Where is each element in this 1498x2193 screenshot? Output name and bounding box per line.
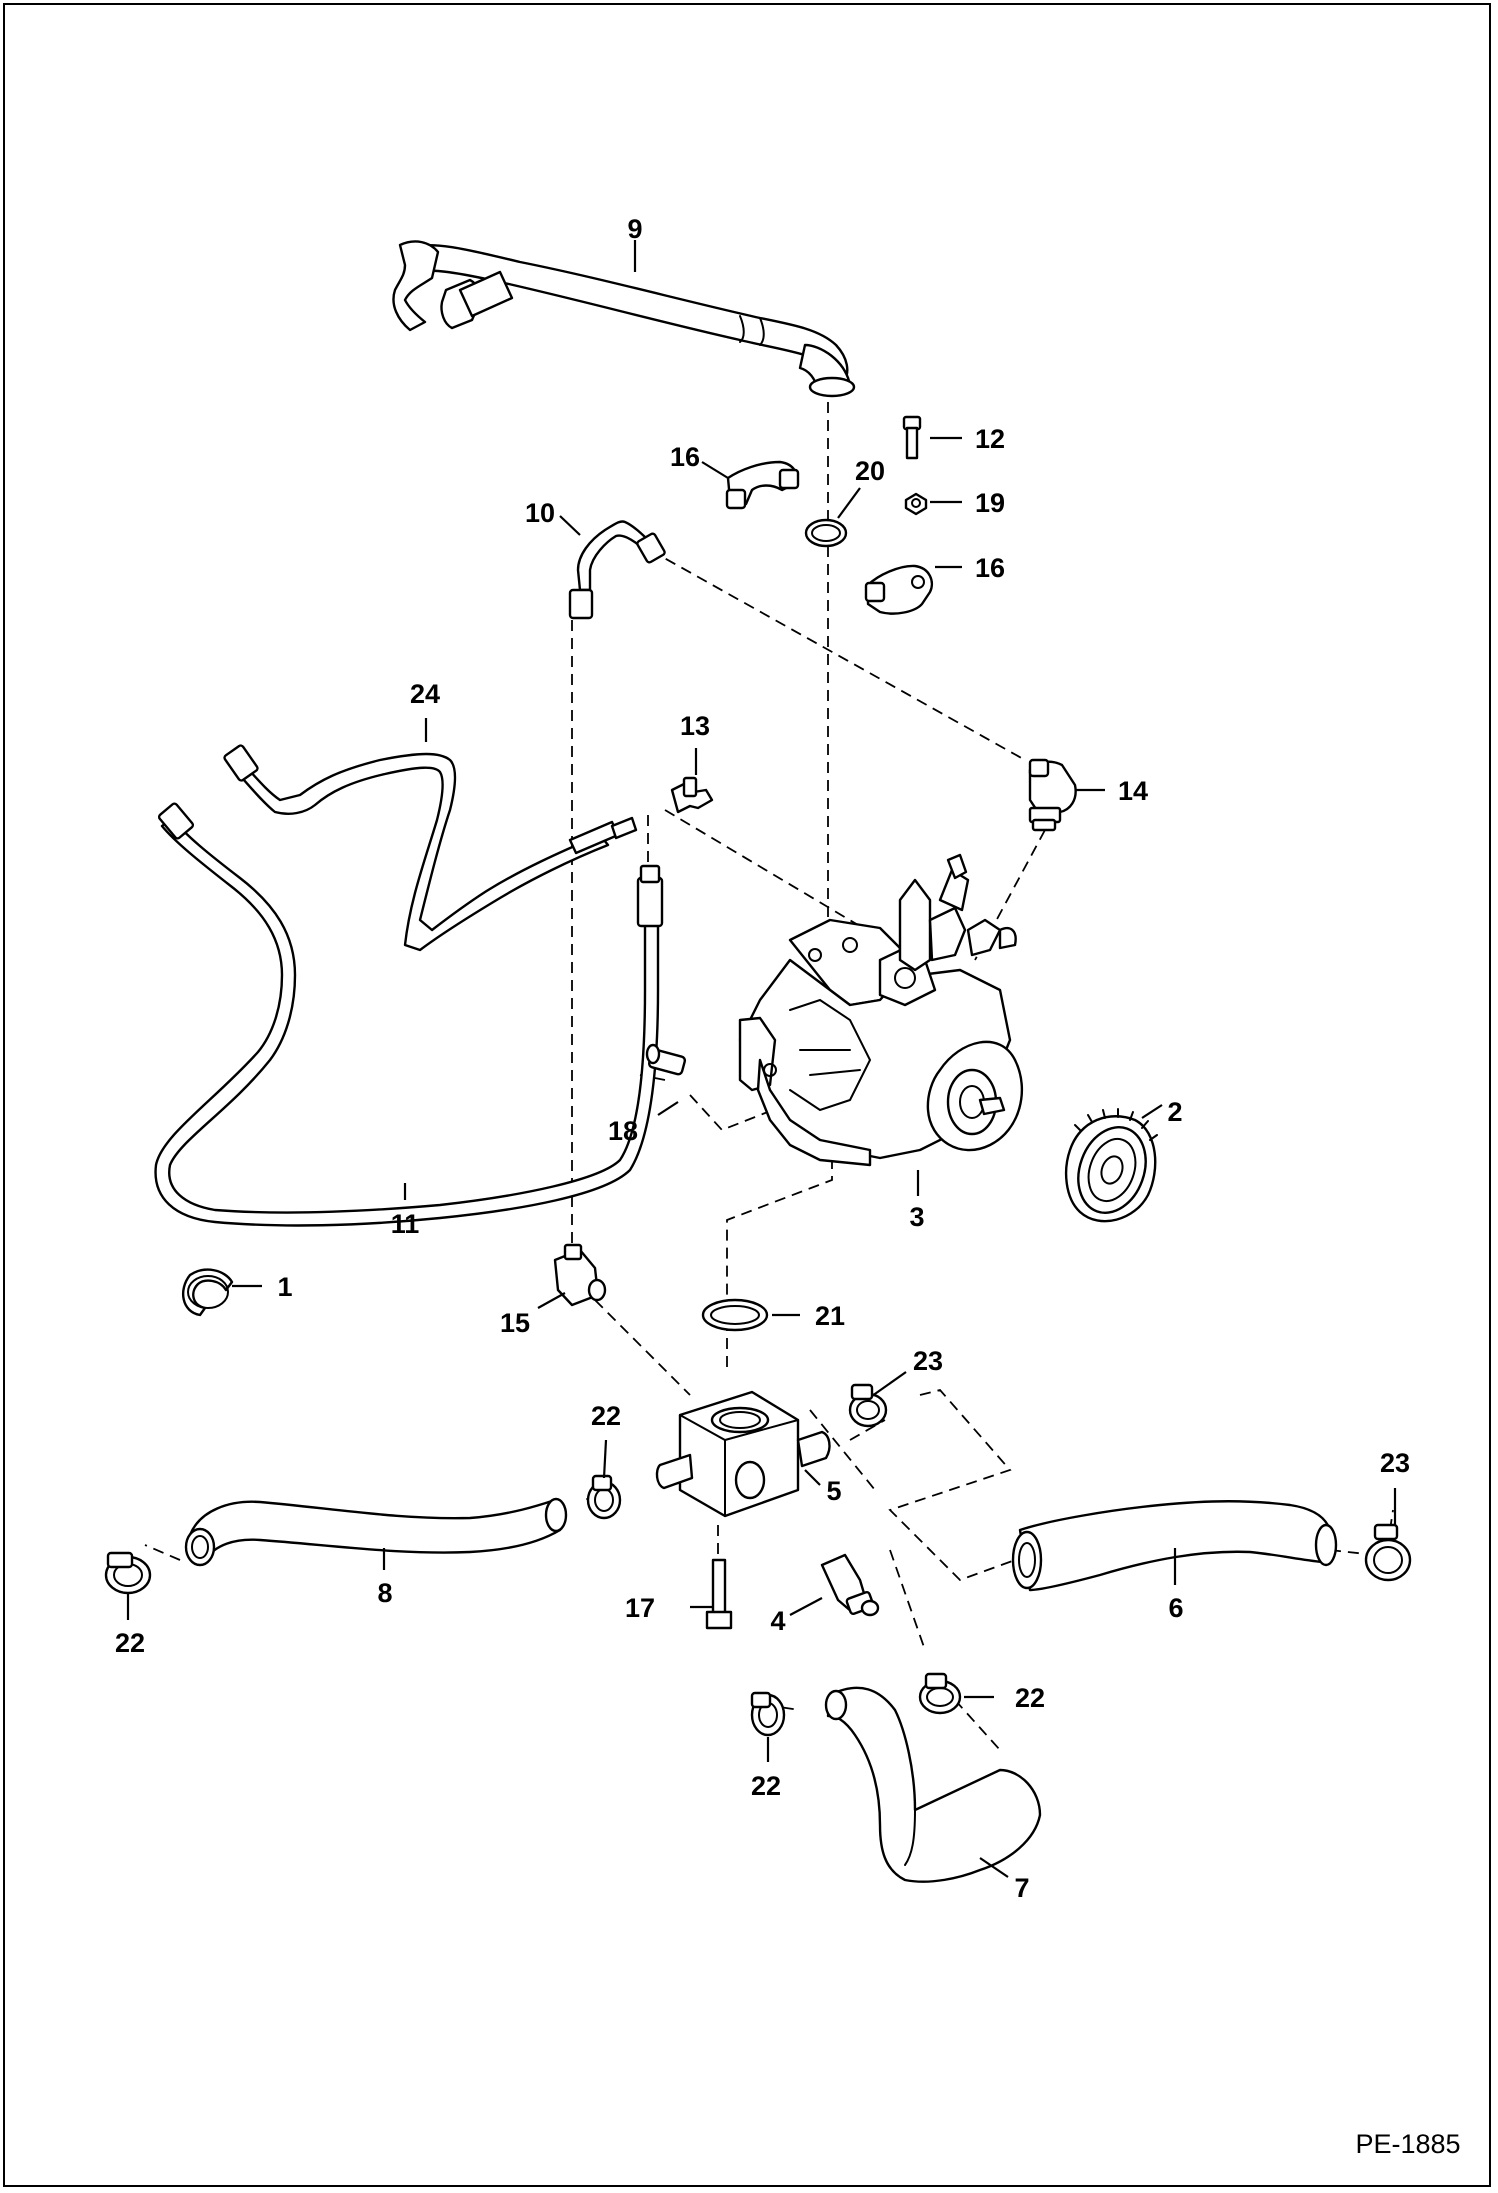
o-ring-21: [701, 1298, 769, 1332]
tube-10: [568, 520, 666, 620]
clamp-22-middle: [918, 1672, 962, 1715]
callout-17: 17: [625, 1593, 655, 1623]
callout-18: 18: [608, 1116, 638, 1146]
bolt-12: [902, 415, 922, 460]
callout-22-upper: 22: [591, 1401, 621, 1431]
leader-lines: [126, 240, 1397, 1878]
callout-19: 19: [975, 488, 1005, 518]
callout-20: 20: [855, 456, 885, 486]
callout-2: 2: [1167, 1097, 1182, 1127]
figure-reference-code: PE-1885: [1355, 2129, 1460, 2159]
callout-8: 8: [377, 1578, 392, 1608]
callout-6: 6: [1168, 1593, 1183, 1623]
clamp-22-upper: [586, 1474, 622, 1520]
hose-8: [184, 1497, 568, 1567]
fitting-15: [553, 1243, 607, 1307]
fitting-13: [670, 776, 714, 814]
callout-14: 14: [1118, 776, 1148, 806]
callout-11: 11: [391, 1209, 420, 1239]
hose-11: [154, 802, 664, 1227]
callout-3: 3: [909, 1202, 924, 1232]
bolt-17: [705, 1558, 733, 1630]
callout-22-lower: 22: [751, 1771, 781, 1801]
callout-22-middle: 22: [1015, 1683, 1045, 1713]
callout-labels: 9 12 16 20 19 10 16 24 13 14 2 18 3 11 1…: [115, 214, 1410, 1903]
sheet-border: [3, 3, 1491, 2187]
callout-15: 15: [500, 1308, 530, 1338]
callout-4: 4: [770, 1606, 785, 1636]
washer-19: [904, 492, 928, 516]
callout-1: 1: [277, 1272, 292, 1302]
callout-16-upper: 16: [670, 442, 700, 472]
callout-16-lower: 16: [975, 553, 1005, 583]
hose-7: [824, 1686, 1042, 1883]
callout-23-upper: 23: [913, 1346, 943, 1376]
fitting-14: [1028, 758, 1077, 832]
clamp-23-upper: [848, 1383, 888, 1428]
hose-9: [392, 240, 856, 398]
flange-clamp-16-lower: [864, 564, 934, 615]
callout-21: 21: [815, 1301, 845, 1331]
flange-clamp-16-upper: [725, 460, 800, 510]
o-ring-20: [804, 518, 848, 548]
callout-10: 10: [525, 498, 555, 528]
manifold-block-5: [655, 1390, 831, 1518]
plug-18: [645, 1043, 687, 1076]
drive-gear-2: [1064, 1108, 1158, 1223]
fitting-4: [820, 1553, 880, 1617]
callout-7: 7: [1014, 1873, 1029, 1903]
callout-23-right: 23: [1380, 1448, 1410, 1478]
callout-22-left: 22: [115, 1628, 145, 1658]
callout-9: 9: [627, 214, 642, 244]
callout-24: 24: [410, 679, 440, 709]
callout-12: 12: [975, 424, 1005, 454]
clamp-22-left: [104, 1551, 152, 1595]
hose-24: [223, 744, 638, 952]
clamp-22-lower: [750, 1691, 786, 1737]
clamp-23-right: [1364, 1523, 1412, 1582]
clamp-1: [181, 1268, 234, 1317]
hydraulic-pump-3: [738, 853, 1023, 1167]
hose-6: [1011, 1500, 1338, 1592]
callout-5: 5: [826, 1476, 841, 1506]
callout-13: 13: [680, 711, 710, 741]
